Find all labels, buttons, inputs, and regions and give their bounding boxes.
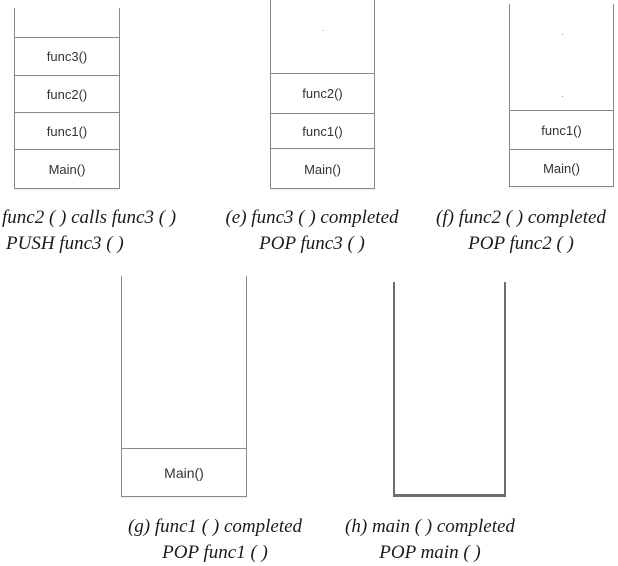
stack-g: Main() <box>121 276 247 497</box>
frame-label: func1() <box>302 123 343 139</box>
stack-e: func2() func1() Main() <box>270 0 375 189</box>
frame-label: func1() <box>46 123 88 139</box>
caption-line-2: POP main ( ) <box>379 542 481 563</box>
frame-label: func2() <box>302 86 343 101</box>
frame-label: Main() <box>304 161 341 177</box>
stack-frame-func2: func2() <box>15 75 119 112</box>
caption-line-1: (e) func3 ( ) completed <box>225 207 399 228</box>
frame-label: func3() <box>46 49 88 64</box>
caption-d: func2 ( ) calls func3 ( ) PUSH func3 ( ) <box>2 205 202 257</box>
caption-line-1: (g) func1 ( ) completed <box>127 516 303 537</box>
stack-frame-main: Main() <box>271 148 374 189</box>
caption-e: (e) func3 ( ) completed POP func3 ( ) <box>212 205 412 257</box>
stack-frame-func1: func1() <box>15 112 119 149</box>
frame-label: Main() <box>164 465 204 481</box>
frame-label: func1() <box>541 122 582 138</box>
caption-line-1: func2 ( ) calls func3 ( ) <box>2 207 177 228</box>
caption-line-2: PUSH func3 ( ) <box>6 233 124 254</box>
stack-frame-func2: func2() <box>271 73 374 113</box>
frame-label: Main() <box>48 162 86 177</box>
stack-frame-func1: func1() <box>271 113 374 148</box>
frame-label: Main() <box>543 161 580 176</box>
caption-line-1: (h) main ( ) completed <box>345 516 515 537</box>
frame-label: func2() <box>46 86 88 102</box>
stack-frame-main: Main() <box>122 448 246 497</box>
dot-mark <box>562 34 563 35</box>
caption-g: (g) func1 ( ) completed POP func1 ( ) <box>112 514 318 566</box>
stack-d: func3() func2() func1() Main() <box>14 8 120 189</box>
caption-line-2: POP func1 ( ) <box>162 542 268 563</box>
caption-h: (h) main ( ) completed POP main ( ) <box>332 514 528 566</box>
stack-h <box>393 282 506 497</box>
stack-frame-func1: func1() <box>510 110 613 149</box>
stack-f: func1() Main() <box>509 4 614 187</box>
stack-frame-main: Main() <box>15 149 119 189</box>
dot-mark <box>562 96 563 97</box>
stack-frame-main: Main() <box>510 149 613 187</box>
dot-mark <box>323 30 324 31</box>
caption-f: (f) func2 ( ) completed POP func2 ( ) <box>424 205 618 257</box>
caption-line-2: POP func2 ( ) <box>468 233 574 254</box>
stack-frame-func3: func3() <box>15 37 119 75</box>
caption-line-2: POP func3 ( ) <box>259 233 365 254</box>
caption-line-1: (f) func2 ( ) completed <box>436 207 606 228</box>
